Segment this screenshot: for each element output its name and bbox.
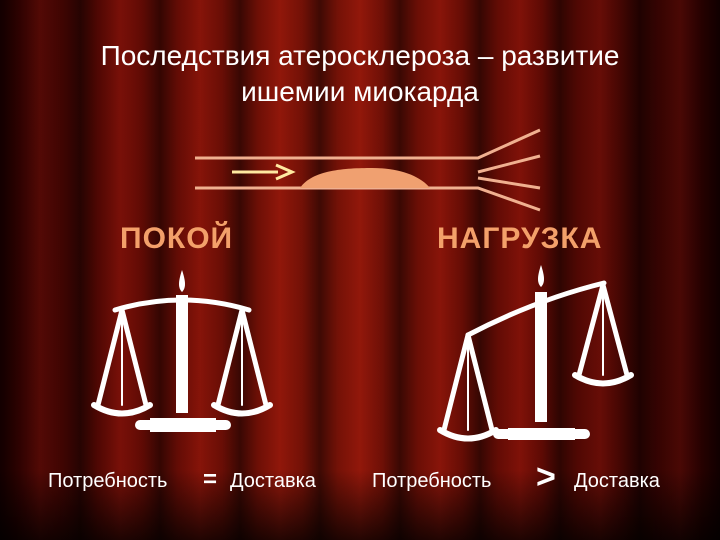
tilted-scale-icon [437, 265, 634, 442]
state-label-rest: ПОКОЙ [120, 222, 234, 255]
artery-branch-upper [477, 154, 541, 174]
plaque [300, 168, 430, 188]
artery-branch-lower [477, 176, 541, 190]
balanced-scale-icon [91, 270, 273, 432]
right-supply-label: Доставка [574, 470, 660, 492]
slide-title: Последствия атеросклероза – развитие ише… [40, 38, 680, 110]
left-demand-label: Потребность [48, 470, 168, 492]
artery-diagram [195, 128, 541, 212]
title-line-1: Последствия атеросклероза – развитие [100, 40, 620, 71]
right-demand-label: Потребность [372, 470, 492, 492]
flow-arrow-icon [275, 163, 296, 181]
left-supply-label: Доставка [230, 470, 316, 492]
equals-sign: = [203, 466, 218, 493]
artery-wall-bottom [195, 186, 541, 212]
title-line-2: ишемии миокарда [241, 76, 479, 107]
greater-than-sign: > [536, 458, 556, 496]
artery-wall-top [195, 128, 541, 160]
state-label-load: НАГРУЗКА [437, 222, 603, 255]
